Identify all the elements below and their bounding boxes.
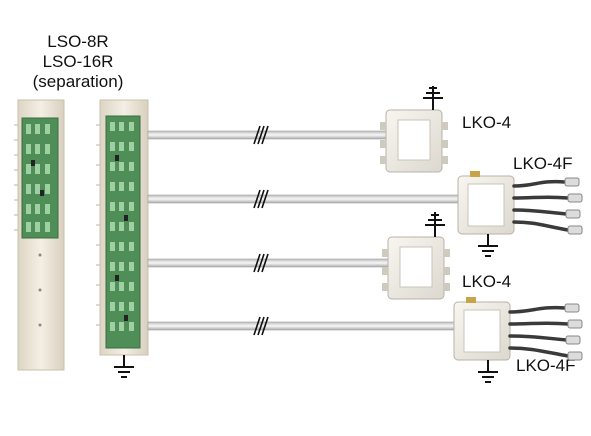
ground-symbol-icon bbox=[423, 86, 443, 110]
ground-symbol-icon bbox=[425, 212, 445, 237]
cable-2 bbox=[147, 194, 459, 204]
cable-break-icon bbox=[253, 189, 269, 209]
lso-title-line-2: LSO-16R bbox=[42, 52, 114, 71]
lso-8r-panel bbox=[14, 99, 65, 371]
cable-3 bbox=[147, 258, 389, 268]
cable-break-icon bbox=[253, 253, 269, 273]
lko-4-module-bottom bbox=[382, 236, 450, 300]
lko-4f-module-bottom bbox=[453, 297, 583, 361]
lko-4-label-bottom: LKO-4 bbox=[462, 272, 512, 291]
lko-4-label-top: LKO-4 bbox=[462, 113, 512, 132]
lko-4f-label-bottom: LKO-4F bbox=[516, 356, 576, 375]
lso-title-line-1: LSO-8R bbox=[47, 32, 109, 51]
cable-break-icon bbox=[253, 316, 269, 336]
ground-symbol-icon bbox=[478, 360, 498, 383]
lko-4f-module-top bbox=[457, 171, 583, 235]
lso-16r-panel bbox=[96, 99, 149, 356]
cable-4 bbox=[147, 321, 455, 331]
ground-symbol-icon bbox=[478, 234, 498, 257]
cable-1 bbox=[147, 130, 387, 140]
ground-symbol-icon bbox=[114, 355, 134, 378]
lso-title-block: LSO-8R LSO-16R (separation) bbox=[22, 32, 134, 92]
lso-title-line-3: (separation) bbox=[32, 72, 124, 91]
lko-4-module-top bbox=[380, 109, 448, 173]
lko-4f-label-top: LKO-4F bbox=[513, 154, 573, 173]
cable-break-icon bbox=[253, 125, 269, 145]
